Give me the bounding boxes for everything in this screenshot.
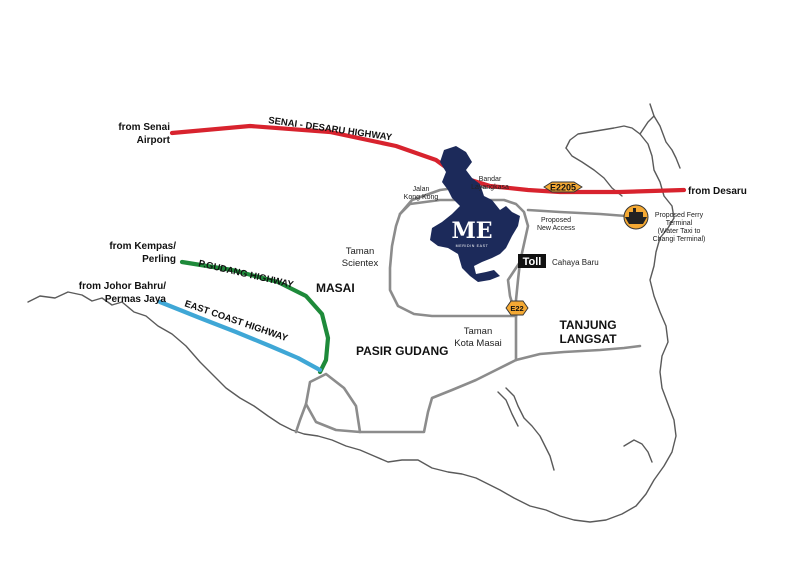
area-tanjung-line1: TANJUNG xyxy=(559,318,616,332)
pgudang-highway-line xyxy=(179,259,331,375)
badge-e22: E22 xyxy=(505,300,529,316)
area-taman-kota-line2: Kota Masai xyxy=(454,338,502,349)
ferry-terminal-marker xyxy=(623,204,649,230)
area-cahaya-baru: Cahaya Baru xyxy=(552,258,599,267)
ferry-label-line2: Terminal xyxy=(666,220,693,227)
origin-kempas-line2: Perling xyxy=(142,254,176,265)
origin-kempas-line1: from Kempas/ xyxy=(109,241,176,252)
area-bandar-line1: Bandar xyxy=(479,176,502,183)
area-jalan-line1: Jalan xyxy=(413,186,430,193)
area-tanjung-line2: LANGSAT xyxy=(559,332,617,346)
west-coast-road xyxy=(294,402,308,434)
area-taman-scientex-line2: Scientex xyxy=(342,258,379,269)
coastline xyxy=(27,103,681,523)
pgudang-highway-label: P.GUDANG HIGHWAY xyxy=(197,258,295,291)
ferry-label-line1: Proposed Ferry xyxy=(655,212,704,219)
origin-senai-line1: from Senai xyxy=(118,122,170,133)
origin-senai-line2: Airport xyxy=(137,135,171,146)
meridin-east-estate xyxy=(430,146,520,282)
east-river xyxy=(649,103,655,117)
ferry-label-line4: Changi Terminal) xyxy=(653,236,706,243)
pasir-gudang-loop xyxy=(304,372,362,434)
area-jalan-line2: Kong Kong xyxy=(404,194,439,201)
area-taman-scientex-line1: Taman xyxy=(346,246,375,257)
origin-desaru: from Desaru xyxy=(688,186,747,197)
toll-label: Toll xyxy=(523,256,542,268)
area-bandar-line2: Layangkasa xyxy=(471,184,509,191)
proposed-access-line1: Proposed xyxy=(541,217,571,224)
ship-icon xyxy=(625,208,647,224)
local-roads xyxy=(294,184,648,434)
logo-text: MERIDIN EAST xyxy=(456,244,489,248)
east-coast-highway-line xyxy=(157,299,323,373)
badge-e2205-label: E2205 xyxy=(550,183,576,193)
area-pasir-gudang: PASIR GUDANG xyxy=(356,344,448,358)
tanjung-road xyxy=(514,344,642,362)
ferry-label-line3: (Water Taxi to xyxy=(658,228,701,235)
southern-bay xyxy=(623,439,653,463)
toll-marker: Toll xyxy=(518,254,546,268)
southern-creek-branch xyxy=(497,391,519,427)
area-masai: MASAI xyxy=(316,281,355,295)
logo-mark: ME xyxy=(451,218,492,244)
desaru-river xyxy=(639,115,681,169)
east-coast-highway-label: EAST COAST HIGHWAY xyxy=(183,298,290,344)
origin-johor-line1: from Johor Bahru/ xyxy=(79,281,166,292)
origin-johor-line2: Permas Jaya xyxy=(105,294,167,305)
southern-creek xyxy=(505,387,555,471)
area-taman-kota-line1: Taman xyxy=(464,326,493,337)
badge-e22-label: E22 xyxy=(510,304,523,313)
main-coastline xyxy=(27,125,677,523)
ring-road xyxy=(388,198,530,318)
meridin-east-logo: ME MERIDIN EAST xyxy=(451,218,492,248)
proposed-access-line2: New Access xyxy=(537,225,576,232)
badge-e2205: E2205 xyxy=(543,181,583,193)
south-road xyxy=(358,358,518,434)
river-inlet xyxy=(565,147,623,197)
